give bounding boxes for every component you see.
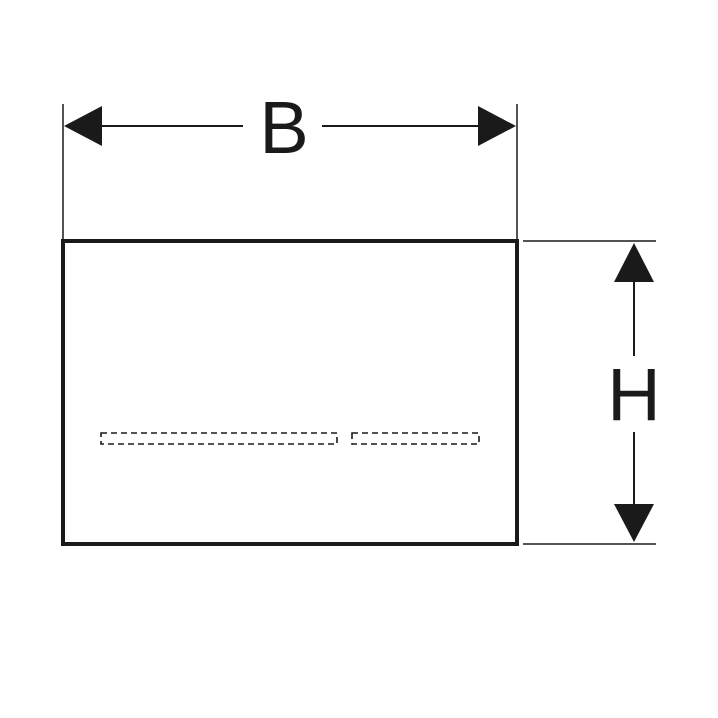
height-dimension: H [523, 240, 661, 545]
height-arrow-top [614, 243, 654, 282]
width-arrow-left [64, 106, 102, 146]
width-arrow-right [478, 106, 516, 146]
width-label: B [259, 86, 308, 169]
small-flush-button-slot [351, 432, 480, 445]
flush-plate-outline [61, 239, 519, 546]
large-flush-button-slot [100, 432, 338, 445]
height-arrow-bottom [614, 504, 654, 542]
width-dimension: B [62, 86, 518, 240]
height-label: H [607, 353, 660, 436]
